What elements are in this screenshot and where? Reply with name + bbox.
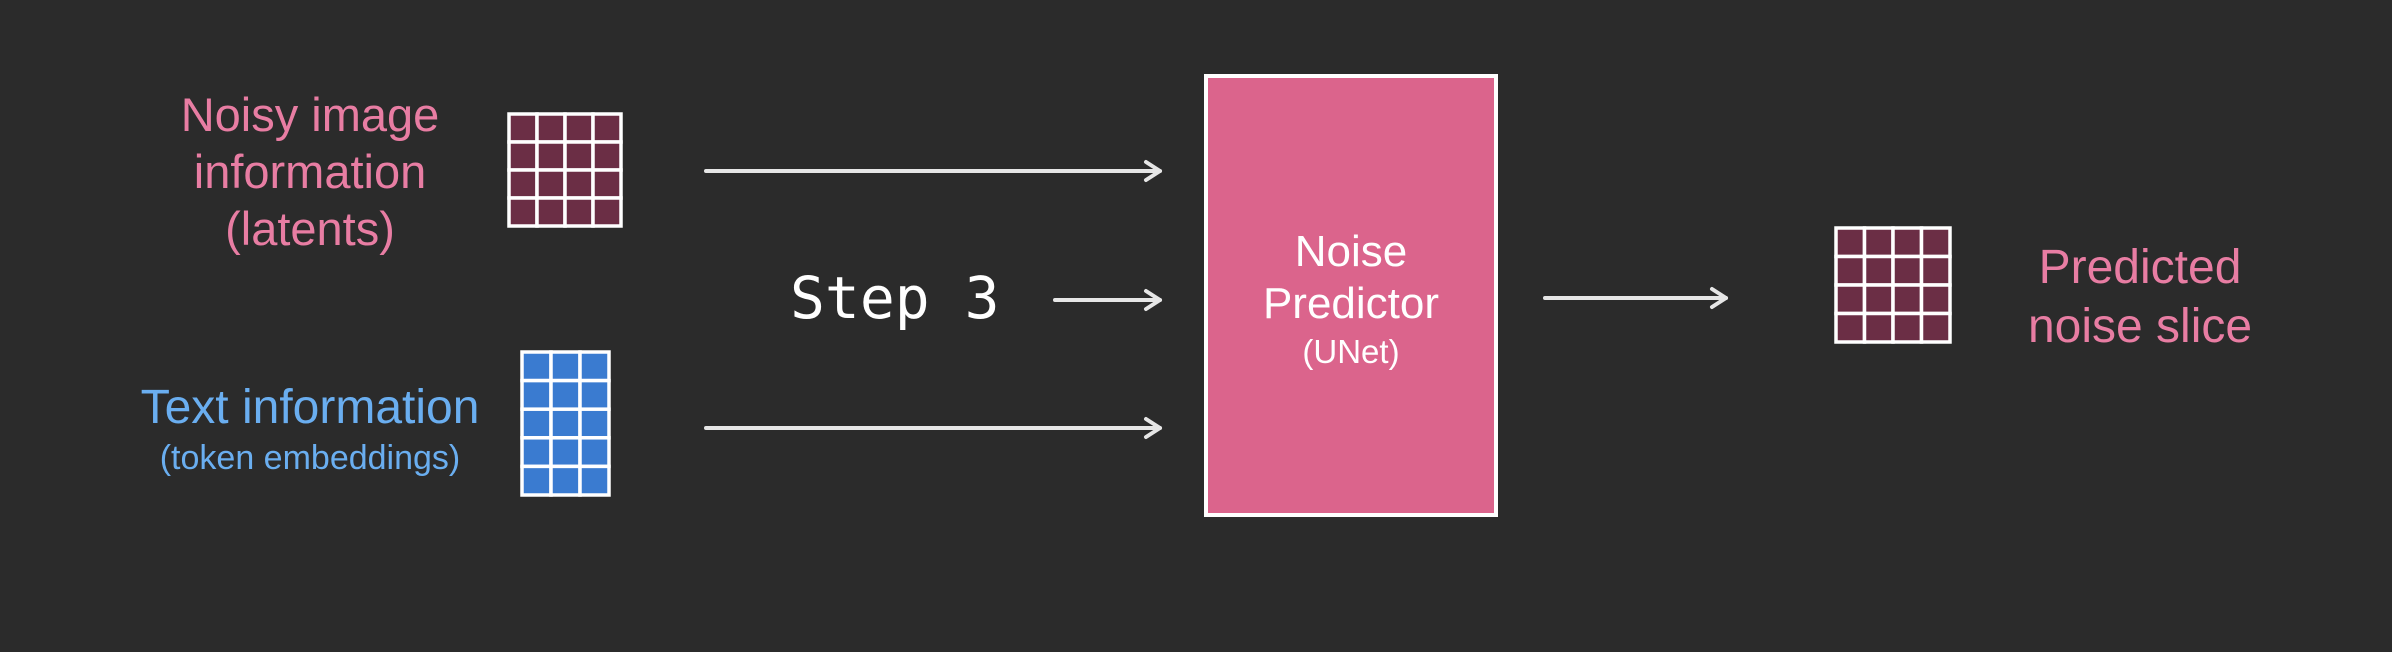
token-cell xyxy=(578,436,611,469)
token-cell xyxy=(549,436,582,469)
noise-cell xyxy=(1891,226,1924,259)
noise-cell xyxy=(1862,254,1895,287)
noisy-image-label: Noisy image information (latents) xyxy=(140,86,480,257)
arrow-latents-to-predictor xyxy=(704,160,1162,182)
noise-predictor-box: Noise Predictor (UNet) xyxy=(1204,74,1498,517)
noise-cell xyxy=(1834,311,1867,344)
noise-cell xyxy=(1834,254,1867,287)
token-cell xyxy=(549,350,582,383)
noise-cell xyxy=(1862,226,1895,259)
predicted-noise-line2: noise slice xyxy=(2027,300,2253,353)
latent-cell xyxy=(591,112,623,144)
text-information-subtitle: (token embeddings) xyxy=(159,439,461,477)
noise-predictor-line2: Predictor xyxy=(1262,279,1440,328)
noisy-image-label-line3: (latents) xyxy=(225,202,395,255)
latent-cell xyxy=(535,140,567,172)
latent-cell xyxy=(507,168,539,200)
latent-cell xyxy=(507,196,539,228)
token-cell xyxy=(549,407,582,440)
noise-cell xyxy=(1862,311,1895,344)
latent-cell xyxy=(591,168,623,200)
noise-cell xyxy=(1919,311,1952,344)
latent-cell xyxy=(535,196,567,228)
latent-cell xyxy=(591,196,623,228)
noise-cell xyxy=(1919,226,1952,259)
predicted-noise-line1: Predicted xyxy=(2038,241,2242,294)
latent-cell xyxy=(507,112,539,144)
noise-predictor-label: Noise Predictor (UNet) xyxy=(1208,226,1494,374)
noisy-image-label-line2: information xyxy=(193,145,427,198)
arrow-predictor-to-output xyxy=(1543,287,1728,309)
text-information-label: Text information (token embeddings) xyxy=(120,380,500,480)
noisy-image-label-line1: Noisy image xyxy=(180,88,440,141)
latent-cell xyxy=(563,168,595,200)
token-cell xyxy=(520,436,553,469)
latent-cell xyxy=(591,140,623,172)
text-information-title: Text information xyxy=(140,381,480,434)
token-cell xyxy=(520,350,553,383)
noise-predictor-line3: (UNet) xyxy=(1302,333,1400,370)
token-cell xyxy=(578,407,611,440)
noise-cell xyxy=(1891,254,1924,287)
noise-cell xyxy=(1891,311,1924,344)
latent-cell xyxy=(563,196,595,228)
noise-slice-grid xyxy=(1834,226,1952,344)
token-cell xyxy=(520,407,553,440)
latent-cell xyxy=(535,112,567,144)
token-cell xyxy=(578,464,611,497)
latent-cell xyxy=(535,168,567,200)
arrow-step-to-predictor xyxy=(1053,289,1162,311)
noise-cell xyxy=(1919,254,1952,287)
latent-cell xyxy=(507,140,539,172)
arrow-tokens-to-predictor xyxy=(704,417,1162,439)
predicted-noise-label: Predicted noise slice xyxy=(1990,238,2290,356)
token-cell xyxy=(578,378,611,411)
token-cell xyxy=(520,378,553,411)
step-label: Step 3 xyxy=(790,264,1000,332)
noise-cell xyxy=(1834,283,1867,316)
noise-cell xyxy=(1834,226,1867,259)
latents-grid xyxy=(507,112,623,228)
noise-predictor-line1: Noise xyxy=(1294,227,1408,276)
noise-cell xyxy=(1891,283,1924,316)
token-cell xyxy=(549,378,582,411)
latent-cell xyxy=(563,140,595,172)
token-cell xyxy=(578,350,611,383)
noise-cell xyxy=(1919,283,1952,316)
latent-cell xyxy=(563,112,595,144)
token-cell xyxy=(520,464,553,497)
noise-cell xyxy=(1862,283,1895,316)
token-cell xyxy=(549,464,582,497)
token-embeddings-grid xyxy=(520,350,611,497)
